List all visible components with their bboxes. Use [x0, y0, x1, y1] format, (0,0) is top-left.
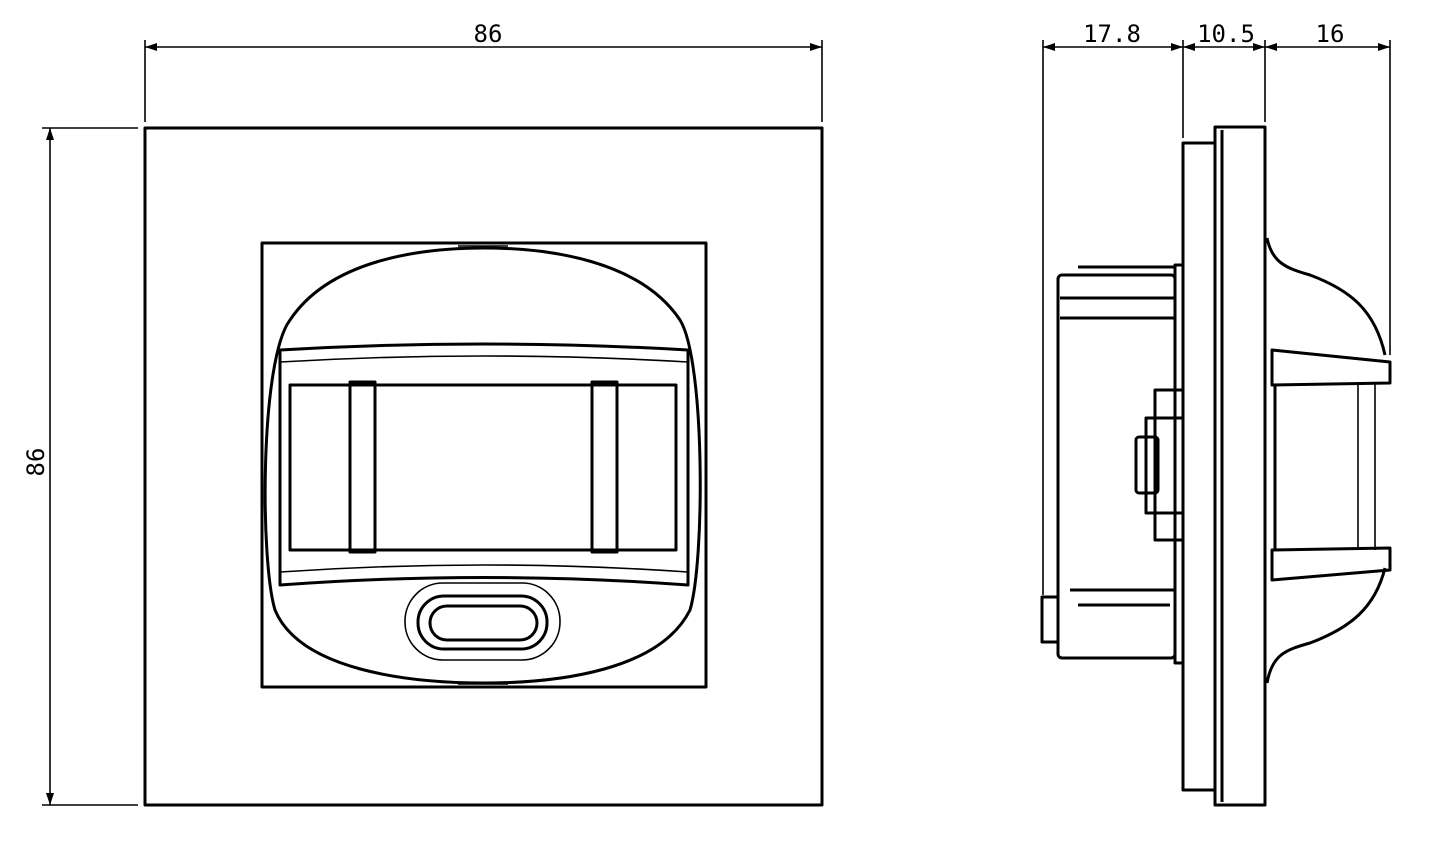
button-outer: [404, 582, 561, 661]
connector-knob: [1134, 435, 1160, 495]
connector-inner: [1144, 416, 1185, 515]
depth-back-label: 17.8: [1083, 20, 1141, 48]
button: [428, 604, 539, 642]
sensor-lip-top: [1270, 348, 1392, 387]
lens-bar-right: [590, 380, 619, 554]
front-dimensions: 86 86: [22, 20, 823, 806]
button-ring: [416, 594, 549, 651]
front-frame: [1213, 125, 1267, 807]
width-label: 86: [474, 20, 503, 48]
inner-frame: [260, 241, 708, 689]
sensor-window: [278, 342, 690, 587]
depth-plate-label: 10.5: [1197, 20, 1255, 48]
side-view: [1040, 125, 1392, 807]
depth-front-label: 16: [1316, 20, 1345, 48]
sensor-lip-bottom: [1270, 546, 1392, 582]
outer-frame: [143, 126, 824, 807]
terminal-screw: [1040, 595, 1060, 644]
dome-bottom: [1265, 567, 1387, 684]
lens-bar-left: [348, 380, 377, 554]
window-rim-top: [279, 355, 689, 363]
side-dimensions: 17.8 10.5 16: [1042, 20, 1391, 595]
lens: [288, 383, 678, 552]
height-label: 86: [22, 448, 50, 477]
sensor-cover: [263, 246, 702, 685]
window-rim-bottom: [279, 564, 689, 573]
front-view: [143, 126, 824, 807]
dome-top: [1265, 237, 1387, 356]
mounting-plate: [1181, 141, 1217, 792]
